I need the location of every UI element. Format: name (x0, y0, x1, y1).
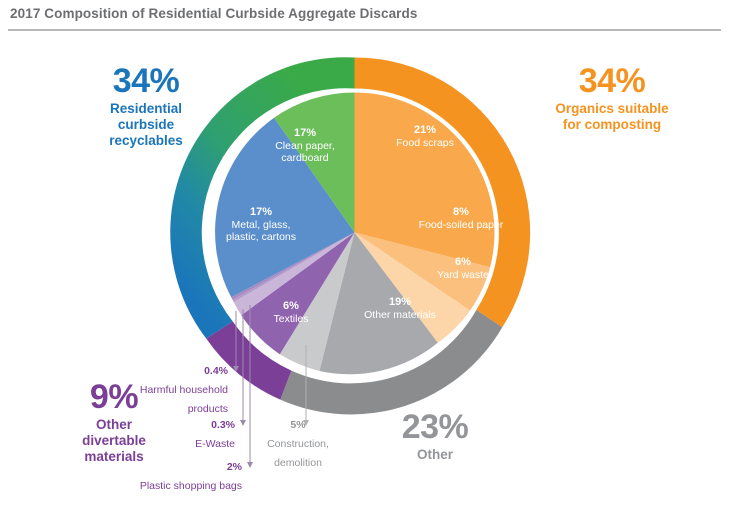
arrowhead-plastic-shopping-bags (247, 462, 253, 468)
ring-segment-recyclables (170, 57, 355, 339)
arrowhead-harmful-household-products (233, 366, 239, 372)
inner-pie-group (215, 92, 495, 375)
group-value-divertable: 9% (89, 378, 139, 416)
group-label-organics: 34% Organics suitable for composting (512, 62, 712, 132)
slice-textiles (241, 232, 355, 355)
leader-lines-group (235, 305, 307, 464)
group-label-other: 23% Other (370, 408, 500, 462)
callout-pct-e-waste: 0.3% (211, 419, 235, 431)
leader-arrowheads-group (233, 366, 309, 468)
slice-food-scraps (354, 92, 495, 268)
callout-pct-plastic-shopping-bags: 2% (226, 461, 242, 473)
group-name-recyclables-line3: recyclables (109, 133, 183, 149)
slice-metal-glass-plastic-cartons (215, 117, 355, 298)
slice-other-materials (319, 232, 438, 375)
group-name-recyclables-line1: Residential (109, 101, 183, 117)
ring-segment-organics (354, 57, 531, 328)
group-name-organics-line2: for composting (562, 117, 662, 133)
ring-segment-other (280, 310, 503, 415)
callout-e-waste: 0.3% E-Waste (140, 414, 235, 452)
group-value-organics: 34% (578, 62, 646, 100)
callout-name-harmful-household-products-line1: Harmful household (139, 384, 228, 397)
title-divider (8, 29, 721, 31)
callout-name-construction-demolition-line1: Construction, (267, 438, 329, 451)
callout-harmful-household-products: 0.4% Harmful household products (86, 360, 228, 418)
group-name-other-line1: Other (416, 447, 453, 463)
group-label-divertable: 9% Other divertable materials (44, 378, 184, 464)
slice-harmful-household-products (231, 232, 355, 300)
group-name-recyclables-line2: curbside (117, 117, 175, 133)
group-name-organics-line1: Organics suitable (555, 101, 669, 117)
outer-ring-group (170, 57, 531, 415)
callout-name-harmful-household-products-line2: products (187, 403, 228, 416)
slice-e-waste (232, 232, 355, 302)
callout-name-plastic-shopping-bags: Plastic shopping bags (139, 480, 242, 493)
group-value-recyclables: 34% (112, 62, 180, 100)
group-value-other: 23% (401, 408, 469, 446)
slice-clean-paper-cardboard (274, 92, 355, 233)
callout-name-e-waste: E-Waste (195, 438, 235, 451)
slice-food-soiled-paper (354, 232, 491, 311)
page-title: 2017 Composition of Residential Curbside… (10, 6, 418, 21)
group-name-divertable-line2: divertable (82, 433, 146, 449)
callout-plastic-shopping-bags: 2% Plastic shopping bags (104, 456, 242, 494)
arrowhead-e-waste (240, 420, 246, 426)
arrowhead-construction-demolition (303, 420, 309, 426)
slice-plastic-shopping-bags (233, 232, 355, 316)
callout-construction-demolition: 5% Construction, demolition (248, 414, 348, 472)
group-name-divertable-line1: Other (95, 417, 132, 433)
callout-pct-construction-demolition: 5% (290, 419, 306, 431)
group-name-divertable-line3: materials (84, 449, 144, 465)
ring-segment-divertable (206, 321, 292, 400)
callout-pct-harmful-household-products: 0.4% (204, 365, 228, 377)
callout-name-construction-demolition-line2: demolition (274, 457, 322, 470)
slice-yard-waste (354, 232, 471, 343)
slice-construction-demolition (279, 232, 355, 371)
group-label-recyclables: 34% Residential curbside recyclables (76, 62, 216, 148)
